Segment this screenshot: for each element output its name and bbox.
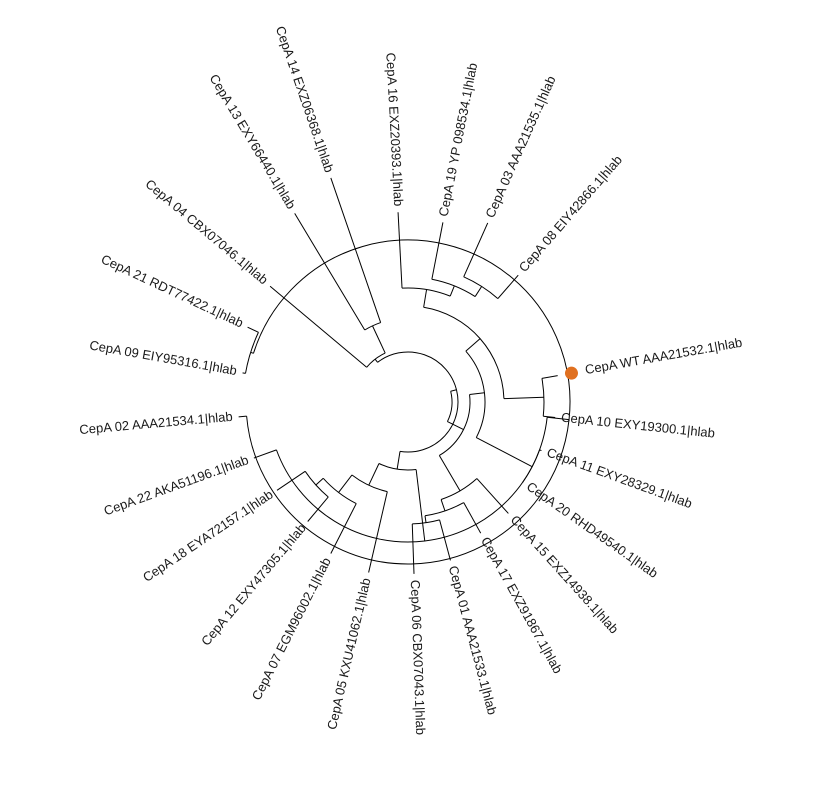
branch-line [440, 499, 446, 512]
branch-line [253, 449, 277, 459]
branch-line [543, 415, 556, 418]
branch-line [397, 212, 403, 289]
tip-label: CepA 09 EIY95316.1|hlab [88, 337, 238, 378]
tip-label: CepA 13 EXY66440.1|hlab [207, 71, 299, 211]
branch-line [547, 416, 570, 421]
branch-line [242, 372, 246, 374]
branch-arc [377, 351, 459, 453]
branch-line [396, 451, 401, 470]
branch-line [449, 285, 455, 297]
branch-line [450, 389, 457, 392]
branch-line [476, 437, 533, 468]
tip-label: CepA WT AAA21532.1|hlab [584, 335, 743, 377]
tip-label: CepA 05 KXU41062.1|hlab [324, 576, 374, 731]
branch-line [315, 477, 324, 486]
branch-line [438, 455, 461, 492]
branch-line [250, 351, 254, 354]
branch-line [330, 177, 382, 323]
branch-line [411, 523, 415, 574]
tip-label: CepA 02 AAA21534.1|hlab [79, 409, 233, 437]
branch-line [423, 289, 428, 308]
branch-line [276, 470, 306, 491]
tip-label: CepA 14 EXZ06368.1|hlab [273, 24, 337, 174]
tip-label: CepA 03 AAA21535.1|hlab [482, 74, 558, 221]
branch-line [368, 463, 380, 486]
tip-label: CepA 22 AKA51196.1|hlab [102, 452, 251, 518]
branch-line [476, 478, 509, 514]
branch-line [338, 474, 353, 493]
tip-label: CepA 16 EXZ20393.1|hlab [383, 52, 406, 206]
tip-label: CepA 11 EXY28329.1|hlab [545, 445, 694, 512]
branch-line [497, 274, 519, 299]
branch-line [330, 503, 357, 554]
branch-line [469, 392, 485, 396]
branch-line [431, 222, 444, 280]
branch-line [415, 469, 426, 542]
branch-line [374, 358, 378, 363]
branch-arc [423, 306, 505, 399]
highlight-marker [564, 366, 578, 380]
branch-line [447, 421, 464, 430]
tip-label: CepA 10 EXY19300.1|hlab [560, 410, 715, 441]
branch-arc [275, 417, 548, 543]
branch-arc [465, 350, 486, 438]
tip-label: CepA 01 AAA21533.1|hlab [446, 564, 500, 716]
branch-line [463, 502, 482, 534]
branch-arc [246, 239, 571, 565]
tip-label: CepA 21 RDT77422.1|hlab [99, 251, 246, 330]
branch-line [368, 491, 388, 573]
branch-line [269, 285, 367, 368]
branch-line [424, 515, 427, 523]
branch-line [503, 396, 544, 400]
branch-line [474, 286, 483, 297]
branch-line [247, 326, 259, 333]
tree-branches [238, 177, 571, 574]
tip-label: CepA 06 CBX07043.1|hlab [408, 580, 428, 736]
tip-label: CepA 19 YP 098534.1|hlab [436, 62, 481, 218]
branch-line [439, 519, 451, 561]
branch-line [541, 375, 558, 379]
branch-line [294, 213, 366, 331]
tip-label: CepA 08 EIY42866.1|hlab [516, 152, 625, 275]
tip-label: CepA 04 CBX07046.1|hlab [143, 176, 272, 287]
branch-arc [412, 519, 440, 525]
tip-label: CepA 20 RHD49540.1|hlab [524, 479, 661, 581]
branch-line [238, 415, 247, 418]
branch-line [465, 338, 481, 352]
branch-arc [446, 391, 453, 422]
branch-line [463, 222, 489, 278]
branch-line [372, 325, 386, 354]
